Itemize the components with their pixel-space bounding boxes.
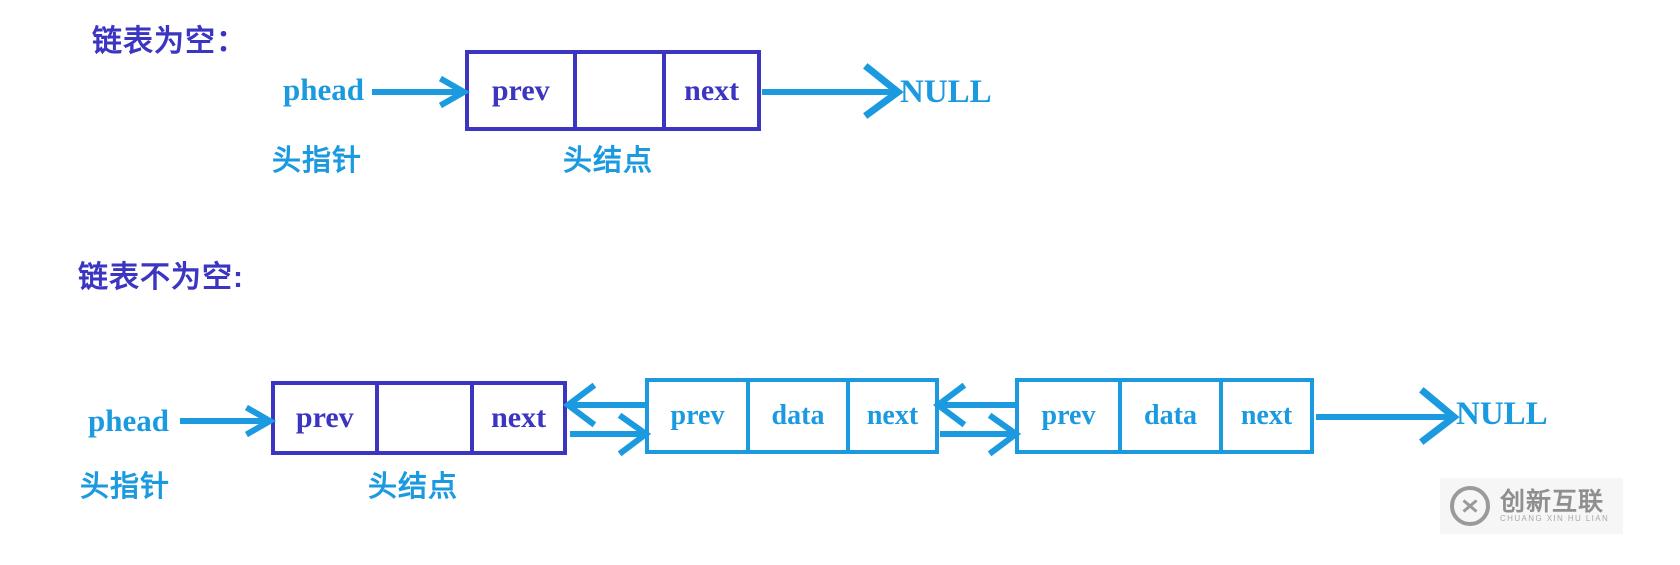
head-pointer-caption-empty: 头指针 [272,145,363,177]
data-node-1-cell-prev: prev [670,400,725,431]
null-label-non-empty: NULL [1456,396,1548,432]
head-node-cell-prev: prev [295,401,354,434]
head-node-caption-non-empty: 头结点 [368,471,459,503]
phead-label-non-empty: phead [88,403,169,438]
data-node-2-cell-data: data [1118,382,1219,450]
data-node-1-cell-next: next [846,382,935,450]
head-node-caption-empty: 头结点 [563,145,654,177]
arrow-next-to-null-empty [762,63,904,119]
head-node-empty-cell-blank [572,54,663,127]
data-node-1-cell-data: data [746,382,846,450]
watermark: 创新互联 CHUANG XIN HU LIAN [1440,478,1624,534]
arrow-head-next-to-data1 [570,412,652,457]
head-node-empty-cell-prev: prev [491,73,550,107]
watermark-name: 创新互联 [1500,487,1605,516]
head-node-non-empty: prev next [271,381,567,455]
data-node-2-cell-prev: prev [1041,400,1096,431]
section-title-empty-list: 链表为空： [92,25,247,58]
arrow-next-to-null-non-empty [1316,387,1460,445]
head-pointer-caption-non-empty: 头指针 [80,471,171,503]
head-node-empty: prev next [465,50,761,131]
arrow-phead-to-head-node-empty [372,75,471,109]
data-node-1: prev data next [645,378,939,454]
arrow-data1-prev-to-head [563,382,645,428]
watermark-logo-icon [1450,486,1490,526]
data-node-2-cell-next: next [1219,382,1310,450]
section-title-non-empty-list: 链表不为空: [78,261,244,294]
null-label-empty: NULL [900,74,992,110]
phead-label-empty: phead [283,72,364,107]
arrow-data1-next-to-data2 [940,412,1022,457]
head-node-cell-next: next [470,385,563,451]
arrow-data2-prev-to-data1 [933,382,1015,428]
arrow-phead-to-head-node-non-empty [180,404,277,438]
head-node-empty-cell-next: next [662,54,757,127]
head-node-cell-blank [374,385,471,451]
watermark-pinyin: CHUANG XIN HU LIAN [1500,513,1610,523]
data-node-2: prev data next [1015,378,1314,454]
